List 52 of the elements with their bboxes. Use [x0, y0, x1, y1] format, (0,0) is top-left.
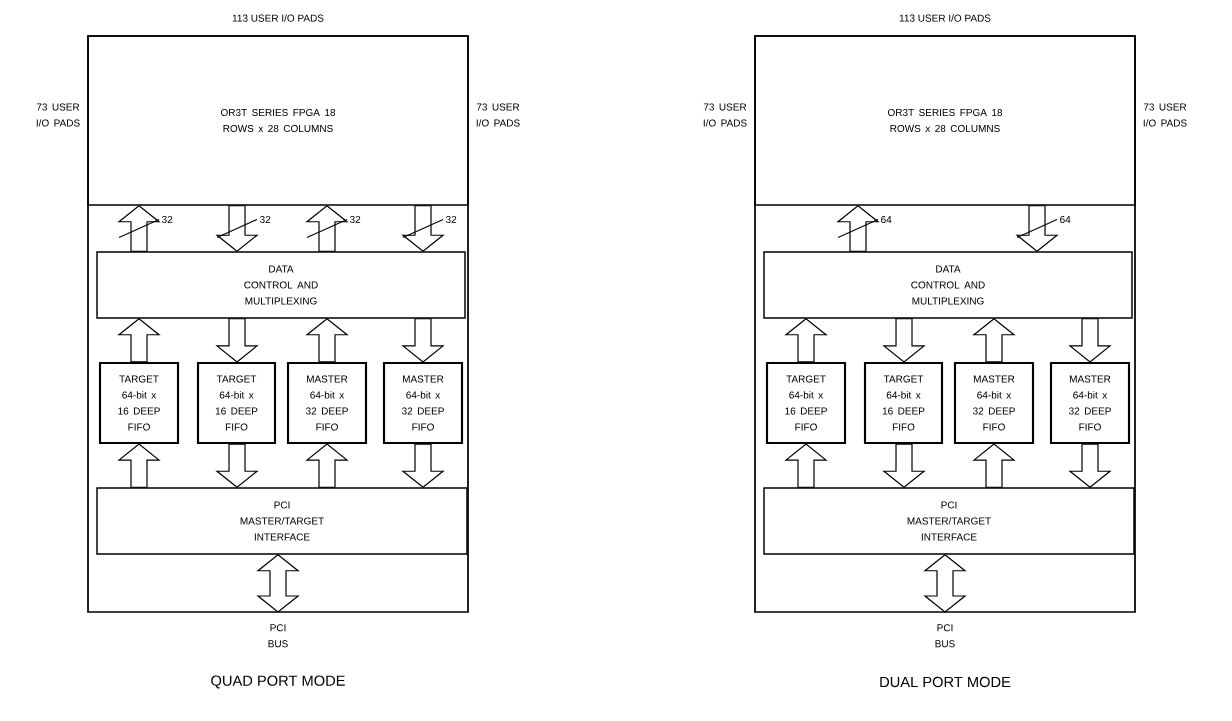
multiplexer-box: DATA CONTROL AND MULTIPLEXING — [763, 251, 1133, 319]
bus-label: PCI BUS — [268, 624, 288, 648]
edge-label: 32 — [162, 215, 173, 224]
block-arrow — [972, 317, 1016, 363]
block-arrow — [305, 317, 349, 363]
block-arrow — [1068, 443, 1112, 489]
fifo-box: MASTER 64-bit x 32 DEEP FIFO — [1049, 361, 1131, 445]
bus-label: PCI BUS — [935, 624, 955, 648]
block-arrow — [1015, 205, 1059, 253]
pad-label: 113 USER I/O PADS — [232, 14, 324, 22]
edge-label: 64 — [1060, 215, 1071, 224]
edge-label: 64 — [881, 215, 892, 224]
interface-box: PCI MASTER/TARGET INTERFACE — [96, 487, 468, 555]
block-arrow — [215, 318, 259, 363]
fifo-box: MASTER 64-bit x 32 DEEP FIFO — [286, 361, 368, 445]
block-arrow — [305, 443, 349, 488]
pad-label: 113 USER I/O PADS — [899, 14, 991, 22]
mode-caption: QUAD PORT MODE — [211, 675, 345, 689]
block-arrow — [882, 443, 926, 489]
pad-label: 73 USER I/O PADS — [703, 103, 747, 127]
edge-label: 32 — [446, 215, 457, 224]
pad-label: 73 USER I/O PADS — [476, 103, 520, 127]
interface-box: PCI MASTER/TARGET INTERFACE — [763, 487, 1135, 555]
block-arrow — [117, 204, 161, 252]
multiplexer-box: DATA CONTROL AND MULTIPLEXING — [96, 251, 466, 319]
block-arrow — [401, 443, 445, 489]
pad-label: 73 USER I/O PADS — [1143, 103, 1187, 127]
fifo-box: TARGET 64-bit x 16 DEEP FIFO — [863, 361, 944, 445]
fifo-box: TARGET 64-bit x 16 DEEP FIFO — [98, 361, 180, 445]
fpga-box: OR3T SERIES FPGA 18 ROWS x 28 COLUMNS — [87, 35, 469, 206]
block-arrow — [401, 205, 445, 253]
fifo-box: MASTER 64-bit x 32 DEEP FIFO — [382, 361, 464, 445]
block-arrow — [836, 204, 880, 252]
block-arrow — [401, 318, 445, 363]
block-arrow — [215, 443, 259, 489]
block-arrow — [215, 205, 259, 253]
block-arrow — [882, 318, 926, 363]
fifo-box: TARGET 64-bit x 16 DEEP FIFO — [196, 361, 277, 445]
block-arrow — [117, 317, 161, 363]
fpga-box: OR3T SERIES FPGA 18 ROWS x 28 COLUMNS — [754, 35, 1136, 206]
block-arrow — [784, 317, 828, 363]
edge-label: 32 — [260, 215, 271, 224]
edge-label: 32 — [350, 215, 361, 224]
fifo-box: TARGET 64-bit x 16 DEEP FIFO — [765, 361, 847, 445]
block-arrow — [305, 204, 349, 252]
block-arrow — [1068, 318, 1112, 363]
fifo-box: MASTER 64-bit x 32 DEEP FIFO — [953, 361, 1035, 445]
block-arrow — [972, 443, 1016, 488]
block-arrow — [784, 443, 828, 488]
pad-label: 73 USER I/O PADS — [36, 103, 80, 127]
block-arrow — [117, 443, 161, 488]
mode-caption: DUAL PORT MODE — [880, 676, 1011, 688]
